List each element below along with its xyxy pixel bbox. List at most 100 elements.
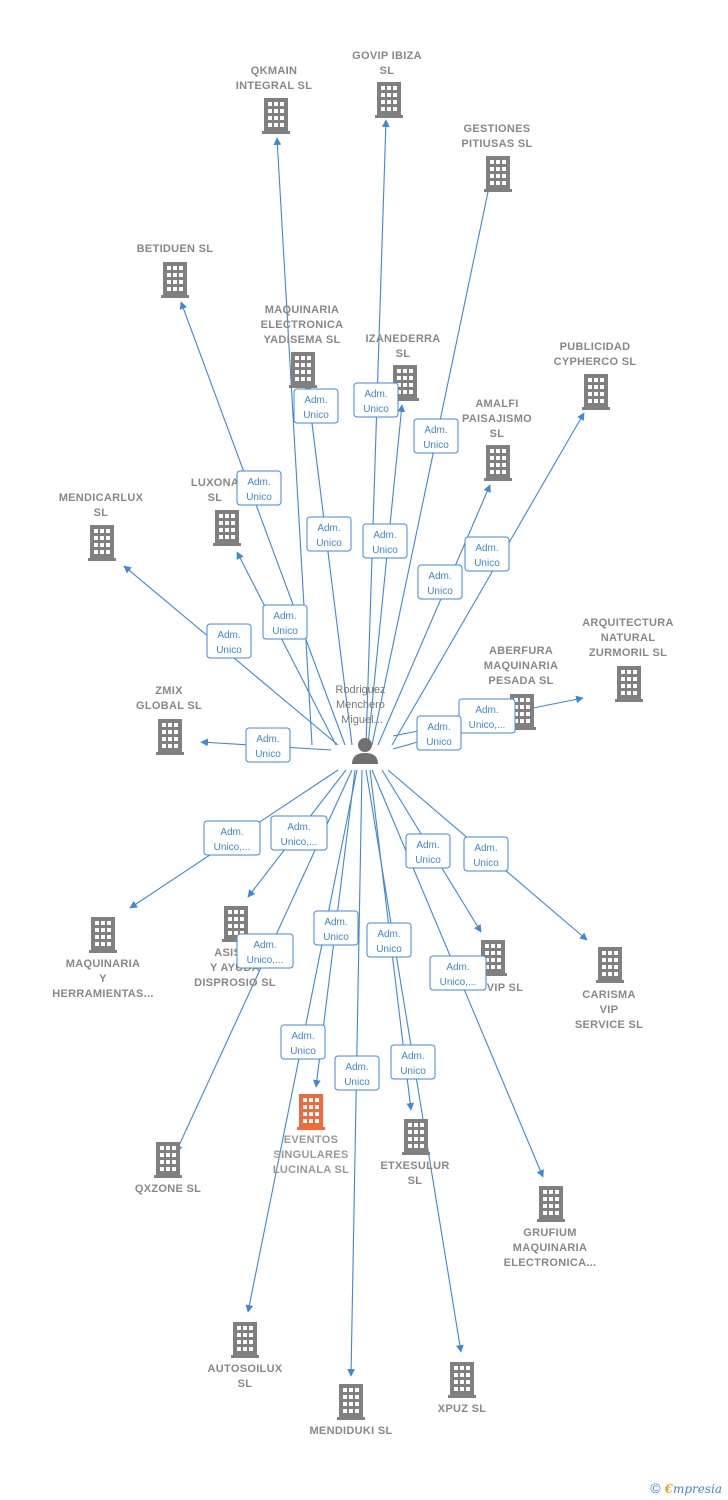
role-badge-luxona[interactable]: Adm.Unico — [262, 604, 308, 640]
role-badge-asiste[interactable]: Adm.Unico,... — [270, 815, 328, 851]
role-badge-text: Unico — [323, 932, 349, 943]
building-icon — [537, 1186, 565, 1222]
role-badge-box — [463, 836, 509, 872]
company-label-line: EVENTOS — [284, 1134, 338, 1146]
role-badge-text: Adm. — [253, 940, 276, 951]
building-icon — [596, 947, 624, 983]
relation-edge-publicidad — [391, 412, 585, 746]
company-label-line: SL — [94, 507, 109, 519]
building-icon — [213, 510, 241, 546]
company-label-line: PITIUSAS SL — [461, 138, 532, 150]
role-badge-box — [405, 833, 451, 869]
role-badge-amalfi[interactable]: Adm.Unico — [417, 564, 463, 600]
relation-edge-qkmain — [273, 137, 313, 746]
role-badge-carisma[interactable]: Adm.Unico — [463, 836, 509, 872]
role-badge-extra[interactable]: Adm.Unico,... — [236, 933, 294, 969]
company-node-qxzone[interactable]: QXZONE SL — [135, 1142, 201, 1195]
role-badge-grufium[interactable]: Adm.Unico,... — [429, 955, 487, 991]
company-label-line: LUCINALA SL — [273, 1164, 349, 1176]
company-label-line: SL — [396, 348, 411, 360]
role-badge-qxzone[interactable]: Adm.Unico — [280, 1024, 326, 1060]
role-badge-text: Adm. — [428, 571, 451, 582]
company-label: EVENTOS SINGULARES LUCINALA SL — [273, 1134, 349, 1176]
company-label: MENDIDUKI SL — [309, 1425, 392, 1437]
building-icon — [154, 1142, 182, 1178]
company-node-mendiduki[interactable]: MENDIDUKI SL — [309, 1384, 392, 1437]
role-badge-zmix[interactable]: Adm.Unico — [245, 727, 291, 763]
role-badge-gestiones[interactable]: Adm.Unico — [413, 418, 459, 454]
role-badge-xpuz[interactable]: Adm.Unico — [390, 1044, 436, 1080]
role-badge-mendiduki[interactable]: Adm.Unico — [334, 1055, 380, 1091]
company-node-vip[interactable]: VIP SL — [479, 940, 523, 994]
role-badge-publicidad[interactable]: Adm.Unico — [464, 536, 510, 572]
person-label-line: Menchero — [336, 699, 385, 711]
role-badge-box — [236, 470, 282, 506]
person-node[interactable]: Rodriguez Menchero Miguel... — [335, 684, 388, 764]
building-icon — [484, 445, 512, 481]
company-label: XPUZ SL — [438, 1403, 487, 1415]
role-badge-govip[interactable]: Adm.Unico — [353, 382, 399, 418]
company-label-line: SL — [238, 1378, 253, 1390]
company-label-line: SINGULARES — [273, 1149, 348, 1161]
role-badge-text: Unico,... — [469, 720, 506, 731]
role-badge-mendicarlux[interactable]: Adm.Unico — [206, 623, 252, 659]
company-label-line: SL — [408, 1175, 423, 1187]
building-icon — [582, 374, 610, 410]
role-badge-box — [362, 523, 408, 559]
role-badge-maquinaria-yadisema[interactable]: Adm.Unico — [306, 516, 352, 552]
role-badge-maquinaria-herr[interactable]: Adm.Unico,... — [203, 820, 261, 856]
role-badge-aberfura[interactable]: Adm.Unico — [416, 715, 462, 751]
role-badge-qkmain[interactable]: Adm.Unico — [293, 388, 339, 424]
company-node-eventos[interactable]: EVENTOS SINGULARES LUCINALA SL — [273, 1094, 349, 1176]
role-badge-text: Adm. — [220, 827, 243, 838]
role-badge-text: Unico — [290, 1046, 316, 1057]
building-icon — [156, 719, 184, 755]
company-label-line: MAQUINARIA — [513, 1242, 588, 1254]
company-label-line: QKMAIN — [251, 65, 297, 77]
role-badge-text: Unico — [216, 645, 242, 656]
company-node-xpuz[interactable]: XPUZ SL — [438, 1362, 487, 1415]
relation-edge-betiduen — [179, 301, 346, 746]
company-label-line: ZMIX — [155, 685, 183, 697]
company-node-zmix[interactable]: ZMIX GLOBAL SL — [136, 685, 202, 755]
role-badge-vip[interactable]: Adm.Unico — [405, 833, 451, 869]
role-badge-box — [416, 715, 462, 751]
company-label-line: AMALFI — [475, 398, 518, 410]
role-badge-box — [313, 910, 359, 946]
company-label-line: GLOBAL SL — [136, 700, 202, 712]
role-badge-izanederra[interactable]: Adm.Unico — [362, 523, 408, 559]
role-badge-betiduen[interactable]: Adm.Unico — [236, 470, 282, 506]
company-label-line: MAQUINARIA — [484, 660, 559, 672]
role-badge-text: Unico — [344, 1077, 370, 1088]
role-badge-eventos[interactable]: Adm.Unico — [313, 910, 359, 946]
role-badge-arquitectura[interactable]: Adm.Unico,... — [458, 698, 516, 734]
company-label-line: SL — [380, 65, 395, 77]
company-label: VIP SL — [487, 982, 523, 994]
role-badge-etxesulur[interactable]: Adm.Unico — [366, 922, 412, 958]
company-node-betiduen[interactable]: BETIDUEN SL — [137, 243, 214, 298]
person-label-line: Miguel... — [341, 714, 383, 726]
building-icon — [484, 156, 512, 192]
company-label-line: CARISMA — [582, 989, 635, 1001]
